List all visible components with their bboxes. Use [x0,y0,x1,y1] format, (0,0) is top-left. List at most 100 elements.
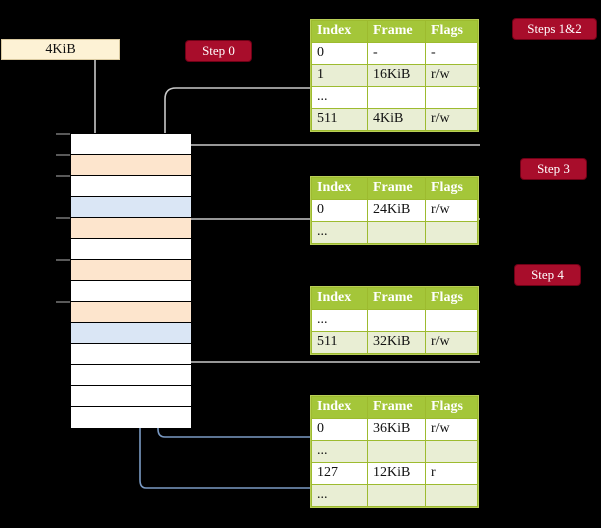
table-cell-frame: - [367,42,426,65]
table-cell-frame [367,440,426,463]
table-cell-frame: 32KiB [367,331,426,354]
table-row: 0-- [311,42,478,65]
column-header-index: Index [311,287,368,310]
memory-frame-row [71,260,191,281]
memory-frame-row [71,365,191,386]
table-cell-index: ... [311,221,368,244]
table-row: ... [311,440,478,463]
memory-tick [56,259,70,261]
memory-frame-row [71,323,191,344]
table-row: ... [311,484,478,507]
badge-step-0: Step 0 [186,41,251,61]
column-header-flags: Flags [425,287,478,310]
physical-memory-column [70,133,191,428]
memory-tick [56,301,70,303]
badge-steps-1-2: Steps 1&2 [513,19,596,39]
column-header-flags: Flags [425,396,478,419]
memory-frame-row [71,134,191,155]
table-cell-flags: r/w [425,108,478,131]
memory-tick [56,217,70,219]
memory-frame-row [71,218,191,239]
column-header-flags: Flags [425,177,478,200]
table-cell-index: 0 [311,199,368,222]
table-cell-frame [367,221,426,244]
highlighted-value: r/w [431,111,450,126]
memory-tick [56,133,70,135]
table-cell-flags [425,221,478,244]
table-cell-frame: 16KiB [367,64,426,87]
table-cell-flags: r/w [425,199,478,222]
badge-step-4: Step 4 [515,265,580,285]
memory-frame-row [71,407,191,428]
memory-frame-row [71,344,191,365]
table-cell-flags: r [425,462,478,485]
table-row: ... [311,86,478,109]
memory-frame-row [71,197,191,218]
column-header-flags: Flags [425,20,478,43]
table-cell-index: 511 [311,108,368,131]
memory-frame-row [71,281,191,302]
badge-step-0-label: Step 0 [202,43,235,58]
table-cell-frame [367,86,426,109]
table-cell-frame [367,484,426,507]
table-cell-frame: 36KiB [367,418,426,441]
memory-tick [56,175,70,177]
column-header-index: Index [311,396,368,419]
table-cell-index: 127 [311,462,368,485]
table-row: ... [311,221,478,244]
table-cell-index: ... [311,440,368,463]
column-header-frame: Frame [367,20,426,43]
table-cell-flags [425,309,478,332]
column-header-frame: Frame [367,396,426,419]
table-cell-index: ... [311,86,368,109]
column-header-frame: Frame [367,177,426,200]
table-row: 511 4KiB r/w [311,108,478,131]
table-cell-flags: - [425,42,478,65]
table-cell-frame: 24KiB [367,199,426,222]
table-cell-frame: 12KiB [367,462,426,485]
table-cell-flags: r/w [425,331,478,354]
frame-label-4kib: 4KiB [1,39,120,60]
memory-frame-row [71,176,191,197]
frame-label-text: 4KiB [45,42,76,57]
badge-steps-1-2-label: Steps 1&2 [527,21,582,36]
table-cell-flags: r/w [425,64,478,87]
memory-frame-row [71,386,191,407]
memory-frame-row [71,302,191,323]
column-header-frame: Frame [367,287,426,310]
highlighted-value: 511 [317,111,338,126]
table-cell-index: 511 [311,331,368,354]
memory-frame-row [71,239,191,260]
badge-step-3-label: Step 3 [537,161,570,176]
table-cell-frame [367,309,426,332]
table-cell-flags: r/w [425,418,478,441]
table-cell-index: 0 [311,418,368,441]
table-cell-index: ... [311,309,368,332]
table-cell-flags [425,440,478,463]
table-cell-flags [425,484,478,507]
table-row: ... [311,309,478,332]
column-header-index: Index [311,20,368,43]
badge-step-4-label: Step 4 [531,267,564,282]
column-header-index: Index [311,177,368,200]
badge-step-3: Step 3 [521,159,586,179]
memory-tick [56,154,70,156]
table-cell-index: ... [311,484,368,507]
table-cell-index: 1 [311,64,368,87]
table-cell-index: 0 [311,42,368,65]
highlighted-value: 4KiB [373,111,404,126]
